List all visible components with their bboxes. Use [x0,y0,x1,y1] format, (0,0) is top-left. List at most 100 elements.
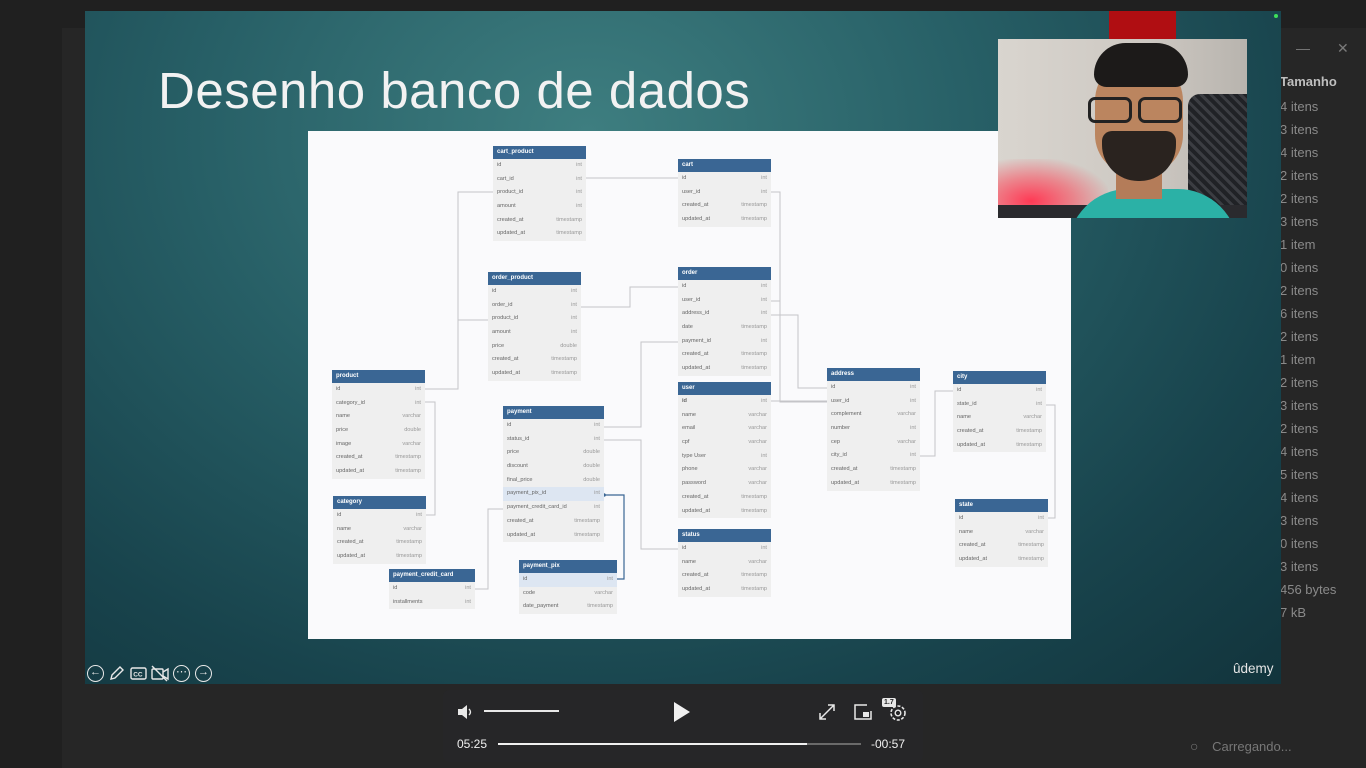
pen-tool-icon[interactable] [108,665,125,682]
more-options-button[interactable]: ⋯ [173,665,190,682]
table-header: category [333,496,426,509]
file-size-cell: 1 item [1280,237,1316,252]
column-type: double [404,427,421,434]
captions-button[interactable]: CC [130,665,147,682]
table-header: payment_credit_card [389,569,475,582]
column-type: varchar [1023,414,1042,421]
column-type: int [761,296,767,303]
column-name: image [336,440,352,447]
column-type: int [910,384,916,390]
table-header: order_product [488,272,581,285]
column-name: user_id [682,188,701,195]
column-name: updated_at [959,556,987,563]
column-type: timestamp [741,493,767,500]
table-header: status [678,529,771,542]
file-size-cell: 3 itens [1280,398,1319,413]
column-name: created_at [337,539,364,546]
picture-in-picture-icon[interactable] [853,703,873,721]
column-name: id [959,515,964,521]
column-name: name [682,411,696,418]
column-name: category_id [336,399,365,406]
column-name: name [959,528,973,535]
volume-icon[interactable] [457,704,475,720]
table-header: order [678,267,771,280]
close-icon[interactable]: ✕ [1337,40,1349,56]
column-name: phone [682,466,698,473]
camera-off-icon[interactable] [151,665,169,682]
table-header: payment_pix [519,560,617,573]
column-name: email [682,425,696,432]
red-marker [1109,11,1176,41]
column-type: timestamp [574,517,600,524]
volume-slider[interactable] [484,710,559,712]
fullscreen-icon[interactable] [818,703,836,721]
column-type: timestamp [396,553,422,560]
play-button[interactable] [671,700,693,724]
column-name: created_at [957,428,984,435]
column-name: price [492,342,505,349]
column-type: varchar [897,411,916,418]
column-type: varchar [748,425,767,432]
column-type: int [415,399,421,406]
previous-slide-button[interactable]: ← [87,665,104,682]
file-size-cell: 4 itens [1280,444,1319,459]
column-type: int [576,189,582,196]
table-header: cart [678,159,771,172]
progress-bar[interactable] [498,743,861,745]
column-type: timestamp [395,468,421,475]
table-column-row: category_id int [332,397,425,411]
column-name: amount [492,329,511,336]
column-name: address_id [682,310,710,317]
next-slide-button[interactable]: → [195,665,212,682]
table-column-row: updated_at timestamp [333,550,426,564]
file-size-cell: 3 itens [1280,122,1319,137]
column-type: int [465,598,471,605]
column-name: cpf [682,439,690,446]
column-type: varchar [748,466,767,473]
column-name: updated_at [682,365,710,372]
column-name: id [492,288,497,294]
column-type: timestamp [395,454,421,461]
column-type: varchar [897,438,916,445]
column-type: timestamp [396,539,422,546]
table-column-row: id int [955,512,1048,526]
column-name: cart_id [497,175,514,182]
table-header: address [827,368,920,381]
column-type: int [1038,515,1044,521]
column-name: created_at [682,202,709,209]
column-name: created_at [507,517,534,524]
column-type: int [415,386,421,392]
minimize-icon[interactable]: — [1296,40,1310,56]
column-name: price [336,427,349,434]
column-type: varchar [594,589,613,596]
column-name: updated_at [337,553,365,560]
column-type: timestamp [1016,441,1042,448]
loading-text: Carregando... [1212,739,1292,754]
video-player-controls: 1.7 05:25 -00:57 [443,690,923,762]
column-type: int [761,310,767,317]
settings-gear-icon[interactable] [888,702,908,722]
column-name: id [523,576,528,582]
